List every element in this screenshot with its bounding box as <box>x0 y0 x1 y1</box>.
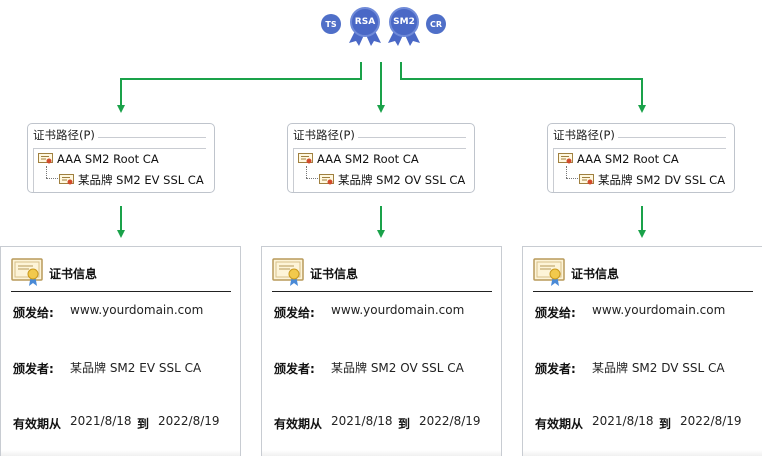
tree-item-leaf[interactable]: 某品牌 SM2 OV SSL CA <box>319 172 465 188</box>
sm2-badge-label: SM2 <box>393 17 415 27</box>
cert-info-panel-ev: 证书信息 颁发给: www.yourdomain.com 颁发者: 某品牌 SM… <box>0 246 241 456</box>
tree-item-root[interactable]: AAA SM2 Root CA <box>38 152 159 166</box>
arrow-to-ev-path <box>117 62 362 113</box>
issued-by-value: 某品牌 SM2 EV SSL CA <box>70 361 202 375</box>
certificate-icon <box>533 258 565 286</box>
cert-info-header: 证书信息 <box>11 257 231 292</box>
certificate-icon <box>59 174 74 185</box>
tree-item-leaf[interactable]: 某品牌 SM2 EV SSL CA <box>59 172 204 188</box>
issued-to-label: 颁发给: <box>535 306 576 320</box>
cert-path-box-ov: 证书路径(P) AAA SM2 Root CA 某品牌 SM2 OV SSL C… <box>287 123 475 193</box>
cert-info-panel-dv: 证书信息 颁发给: www.yourdomain.com 颁发者: 某品牌 SM… <box>522 246 762 456</box>
issued-to-value: www.yourdomain.com <box>592 303 726 317</box>
cert-info-title: 证书信息 <box>49 267 98 281</box>
tree-item-label: 某品牌 SM2 DV SSL CA <box>598 173 726 187</box>
cert-path-box-ev: 证书路径(P) AAA SM2 Root CA 某品牌 SM2 EV SSL C… <box>27 123 215 193</box>
cr-badge: CR <box>426 14 446 34</box>
cert-info-panel-ov: 证书信息 颁发给: www.yourdomain.com 颁发者: 某品牌 SM… <box>261 246 502 456</box>
cert-path-tree: AAA SM2 Root CA 某品牌 SM2 OV SSL CA <box>293 148 466 192</box>
cert-path-box-dv: 证书路径(P) AAA SM2 Root CA 某品牌 SM2 DV SSL C… <box>547 123 735 193</box>
issued-by-value: 某品牌 SM2 DV SSL CA <box>592 361 725 375</box>
cert-path-title: 证书路径(P) <box>293 127 358 143</box>
connector-arrows <box>117 62 646 238</box>
rsa-badge: RSA <box>347 7 383 47</box>
issued-to-value: www.yourdomain.com <box>331 303 465 317</box>
arrow-to-dv-path <box>400 62 646 113</box>
issued-by-value: 某品牌 SM2 OV SSL CA <box>331 361 464 375</box>
cert-info-header: 证书信息 <box>533 257 753 292</box>
certificate-icon <box>579 174 594 185</box>
tree-item-label: 某品牌 SM2 OV SSL CA <box>338 173 466 187</box>
certificate-icon <box>319 174 334 185</box>
issued-by-label: 颁发者: <box>274 362 315 376</box>
cert-info-header: 证书信息 <box>272 257 492 292</box>
cert-info-title: 证书信息 <box>571 267 620 281</box>
valid-from-value: 2021/8/18 <box>592 414 654 428</box>
rsa-badge-label: RSA <box>354 17 376 27</box>
issued-to-label: 颁发给: <box>13 306 54 320</box>
valid-to-label: 到 <box>137 417 150 431</box>
validity-label: 有效期从 <box>13 417 62 431</box>
issued-by-label: 颁发者: <box>535 362 576 376</box>
certificate-icon <box>298 153 313 164</box>
tree-item-root[interactable]: AAA SM2 Root CA <box>298 152 419 166</box>
tree-item-root[interactable]: AAA SM2 Root CA <box>558 152 679 166</box>
ts-badge-label: TS <box>325 19 337 29</box>
issued-to-value: www.yourdomain.com <box>70 303 204 317</box>
validity-label: 有效期从 <box>535 417 584 431</box>
tree-item-label: AAA SM2 Root CA <box>577 152 679 166</box>
valid-from-value: 2021/8/18 <box>331 414 393 428</box>
cert-path-tree: AAA SM2 Root CA 某品牌 SM2 EV SSL CA <box>33 148 206 192</box>
cert-path-title: 证书路径(P) <box>553 127 618 143</box>
certificate-icon <box>558 153 573 164</box>
valid-to-label: 到 <box>398 417 411 431</box>
tree-item-label: 某品牌 SM2 EV SSL CA <box>78 173 204 187</box>
cr-badge-label: CR <box>429 19 443 29</box>
cert-path-tree: AAA SM2 Root CA 某品牌 SM2 DV SSL CA <box>553 148 726 192</box>
tree-item-label: AAA SM2 Root CA <box>317 152 419 166</box>
issued-to-label: 颁发给: <box>274 306 315 320</box>
certificate-icon <box>11 258 43 286</box>
valid-to-value: 2022/8/19 <box>680 414 742 428</box>
certificate-icon <box>38 153 53 164</box>
issued-by-label: 颁发者: <box>13 362 54 376</box>
valid-to-label: 到 <box>659 417 672 431</box>
valid-to-value: 2022/8/19 <box>158 414 220 428</box>
cert-path-title: 证书路径(P) <box>33 127 98 143</box>
valid-to-value: 2022/8/19 <box>419 414 481 428</box>
valid-from-value: 2021/8/18 <box>70 414 132 428</box>
tree-item-label: AAA SM2 Root CA <box>57 152 159 166</box>
sm2-badge: SM2 <box>386 7 422 47</box>
tree-item-leaf[interactable]: 某品牌 SM2 DV SSL CA <box>579 172 725 188</box>
certificate-icon <box>272 258 304 286</box>
validity-label: 有效期从 <box>274 417 323 431</box>
cert-info-title: 证书信息 <box>310 267 359 281</box>
ts-badge: TS <box>321 14 341 34</box>
